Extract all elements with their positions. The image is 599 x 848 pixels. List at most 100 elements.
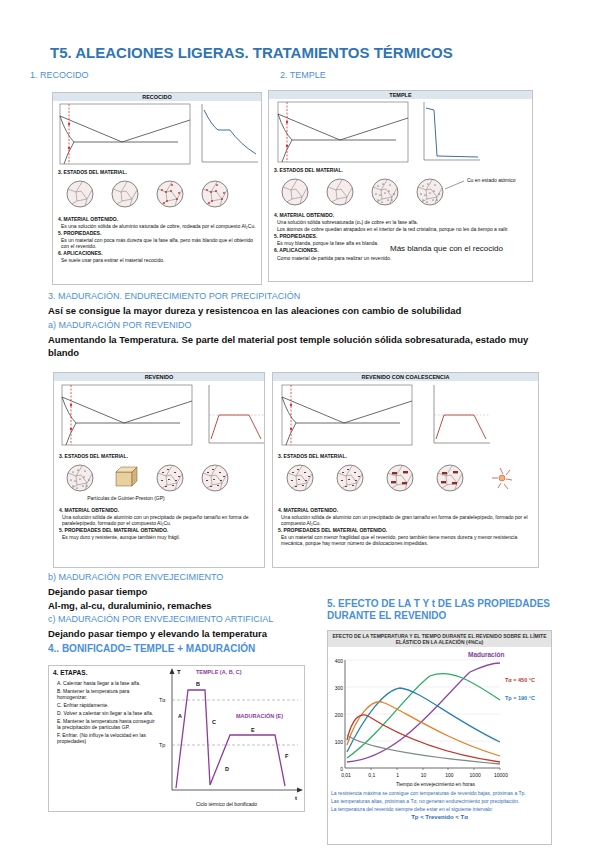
segment-letter: B (196, 681, 202, 688)
panel-heading: 3. ESTADOS DEL MATERIAL. (59, 453, 259, 459)
yield-strength-chart (347, 663, 500, 762)
figure-panel: TEMPLE3. ESTADOS DEL MATERIAL.Cu en esta… (268, 90, 533, 282)
tick-label: 0,01 (334, 772, 358, 778)
temple-figure (420, 183, 439, 202)
panel-text: Es muy duro y resistente, aunque también… (62, 534, 260, 540)
thermal-cycle-plot (172, 745, 298, 746)
panel-header: REVENIDO CON COALESCENCIA (273, 374, 538, 381)
thermal-cycle-plot (172, 790, 298, 791)
stage-label: TEMPLE (A, B, C) (196, 669, 268, 676)
panel-heading: 6. APLICACIONES. (274, 247, 384, 253)
coalescence-figure (291, 469, 310, 487)
recocido-figure (206, 184, 225, 204)
series-label: Tα = 450 °C (505, 677, 551, 684)
step-text: A. Calentar hasta llegar a la fase alfa. (57, 680, 157, 686)
recocido-figure (53, 93, 261, 101)
panel-header: REVENIDO (54, 374, 264, 381)
thermal-cycle-plot (170, 668, 175, 674)
step-text: B. Mantener la temperatura para homogeni… (57, 688, 157, 700)
segment-letter: D (225, 766, 231, 773)
step-text: D. Volver a calentar sin llegar a la fas… (57, 710, 157, 716)
panel-heading: 4. MATERIAL OBTENIDO. (59, 507, 259, 513)
revenido-figure (161, 469, 180, 487)
temple-figure (282, 179, 308, 205)
recocido-figure (202, 181, 228, 207)
axis-label: t (295, 795, 301, 802)
panel-heading: 3. ESTADOS DEL MATERIAL. (278, 453, 533, 459)
panel-heading: 4. MATERIAL OBTENIDO. (278, 507, 533, 513)
coalescence-figure (441, 471, 458, 484)
revenido-figure (54, 373, 264, 381)
tick-label: 100 (437, 772, 461, 778)
panel-text: Como material de partida para realizar u… (277, 255, 527, 261)
tick-label: 10 (411, 772, 435, 778)
panel-text: Los átomos de cobre quedan atrapados en … (277, 226, 527, 232)
panel-heading: 3. ESTADOS DEL MATERIAL. (274, 167, 524, 173)
segment-letter: E (251, 727, 257, 734)
temple-figure (445, 181, 464, 189)
tick-label: 1000 (463, 772, 487, 778)
section-heading: c) MADURACIÓN POR ENVEJECIMIENTO ARTIFIC… (48, 614, 323, 625)
thermal-cycle-plot (172, 673, 173, 790)
figure-panel: REVENIDO 3. ESTADOS DEL MATERIAL. Partícul… (53, 372, 265, 568)
thermal-cycle-plot (170, 668, 304, 793)
temple-figure (269, 91, 532, 99)
recocido-figure (60, 104, 190, 164)
chart-note: La temperatura del revenido siempre debe… (331, 806, 548, 812)
coalescence-figure (434, 385, 490, 443)
coalescence-figure (273, 373, 538, 381)
yield-strength-chart (328, 631, 551, 770)
thermal-cycle-plot (176, 690, 285, 788)
tick-label: 300 (330, 685, 343, 691)
coalescence-figure (387, 465, 413, 491)
step-text: C. Enfriar rápidamente. (57, 702, 157, 708)
callout-text: Partículas de Guinier-Preston (GP) (71, 495, 181, 501)
handwritten-note: Más blanda que con el recocido (390, 244, 530, 254)
revenido-figure (70, 469, 89, 488)
figure-caption: Ciclo térmico del bonificado (196, 801, 300, 807)
yield-strength-chart (347, 735, 500, 764)
panel-text: Es muy blanda, porque la fase alfa es bl… (277, 240, 389, 246)
coalescence-figure (492, 468, 512, 489)
callout-text: Cu en estado atómico (467, 177, 531, 183)
figure-panel: 4. ETAPAS.A. Calentar hasta llegar a la … (48, 665, 305, 812)
section-heading: 3. MADURACIÓN. ENDURECIMIENTO POR PRECIP… (48, 291, 568, 302)
figure-panel: RECOCIDO 3. ESTADOS DEL MATERIAL. 4. MATER… (52, 92, 262, 285)
temple-figure (278, 102, 408, 162)
tick-label: 1 (386, 772, 410, 778)
yield-strength-chart (371, 768, 500, 770)
tick-label: 0 (330, 766, 343, 772)
coalescence-figure (337, 465, 363, 491)
temple-figure (269, 91, 532, 205)
temple-figure (375, 183, 394, 202)
tick-label: 400 (330, 658, 343, 664)
chart-title: EFECTO DE LA TEMPERATURA Y EL TIEMPO DUR… (331, 633, 548, 645)
body-text: Dejando pasar tiempo (48, 586, 318, 599)
revenido-figure (209, 385, 265, 443)
panel-heading: 3. ESTADOS DEL MATERIAL. (58, 169, 256, 175)
page-title: T5. ALEACIONES LIGERAS. TRATAMIENTOS TÉR… (50, 44, 580, 62)
yield-strength-chart (345, 687, 500, 688)
panel-text: Es un material con menor fragilidad que … (281, 534, 533, 546)
stage-label: MADURACIÓN (E) (236, 713, 302, 720)
recocido-figure (67, 181, 93, 207)
yield-strength-chart (345, 660, 500, 661)
section-heading: b) MADURACIÓN POR ENVEJECIMIENTO (48, 572, 323, 583)
body-text: Aumentando la Temperatura. Se parte del … (48, 334, 558, 360)
recocido-figure (161, 184, 180, 204)
revenido-figure (116, 472, 132, 486)
panel-heading: 4. MATERIAL OBTENIDO. (58, 216, 256, 222)
panel-heading: 6. APLICACIONES. (58, 250, 256, 256)
panel-header: RECOCIDO (53, 94, 261, 101)
body-text: Así se consigue la mayor dureza y resist… (48, 305, 578, 318)
temple-figure (424, 102, 480, 160)
section-heading: a) MADURACIÓN POR REVENIDO (48, 320, 448, 331)
segment-letter: C (212, 719, 218, 726)
panel-text: Una solución sólida sobresaturada (αₛ) d… (277, 219, 527, 225)
panel-text: Se suele usar para estirar el material r… (61, 257, 257, 263)
recocido-figure (157, 181, 183, 207)
yield-strength-chart (345, 660, 500, 768)
chart-panel: EFECTO DE LA TEMPERATURA Y EL TIEMPO DUR… (327, 630, 552, 845)
series-label: Maduración (468, 651, 516, 659)
coalescence-figure (273, 373, 538, 491)
